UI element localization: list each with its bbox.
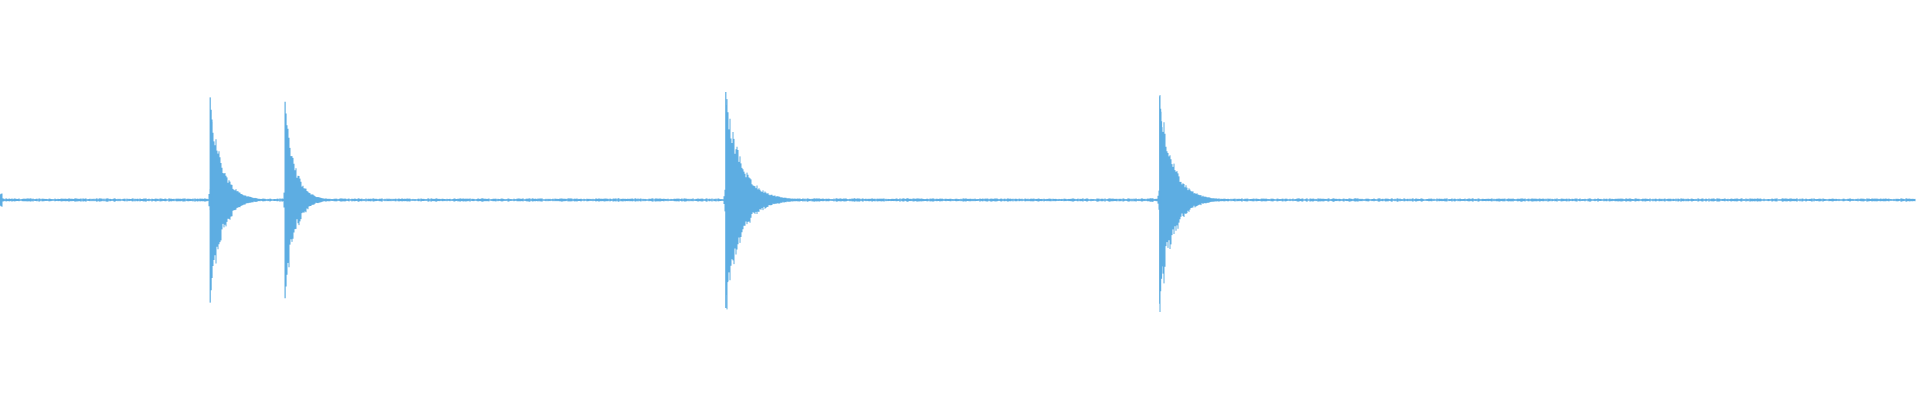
transient-group (209, 92, 1164, 308)
